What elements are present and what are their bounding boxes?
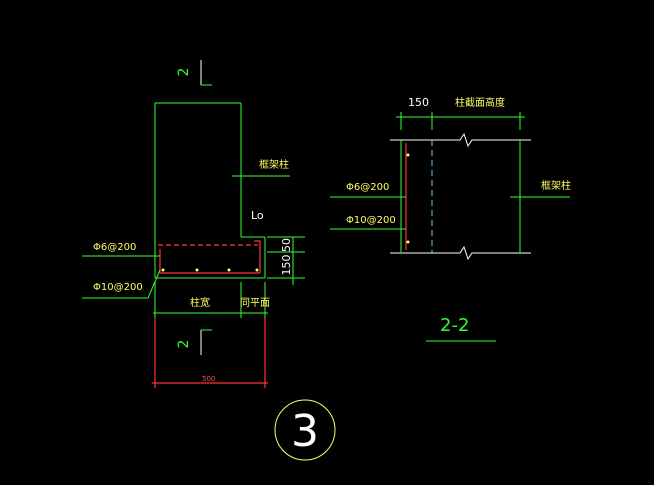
column-section-height-label: 柱截面高度 [455,96,505,109]
rebar-upper-label: Φ6@200 [93,242,136,253]
rebar-lower-leader [82,269,161,299]
section-rebar-dot [406,153,410,157]
dim-50-label: 50 [280,238,293,252]
rebar-dot [195,268,199,272]
right-column-label: 框架柱 [541,179,571,192]
rebar-dot [227,268,231,272]
left-detail: 框架柱 Lo Φ6@200 Φ10@200 50 150 柱宽 同平面 [82,102,305,388]
top-break-line [390,132,531,148]
column-label: 框架柱 [259,158,289,171]
dim-150-label: 150 [280,255,293,276]
lo-label: Lo [251,209,264,222]
section-rebar-dot [406,240,410,244]
right-rebar-lower-label: Φ10@200 [346,215,396,226]
bottom-break-line [390,245,531,261]
rebar-dot [255,268,259,272]
rebar-lower-label: Φ10@200 [93,282,143,293]
detail-number-marker: 3 [274,399,336,461]
detail-number-circle [274,399,336,461]
flush-label: 同平面 [240,297,270,309]
top-dim-150-label: 150 [408,96,429,109]
rebar-right-hook [254,240,261,273]
section-mark-top-number: 2 [176,68,192,77]
section-mark-bottom-number: 2 [176,340,192,349]
section-mark-top: 2 [176,60,212,86]
section-mark-bottom: 2 [176,329,212,355]
right-detail: 150 柱截面高度 Φ6@200 Φ10@200 框架柱 2-2 [330,96,571,342]
section-title: 2-2 [440,315,469,336]
dim-500-label: 500 [202,375,215,383]
rebar-dot [161,268,165,272]
right-rebar-upper-label: Φ6@200 [346,182,389,193]
col-width-label: 柱宽 [190,296,210,309]
detail-number: 3 [291,406,319,457]
